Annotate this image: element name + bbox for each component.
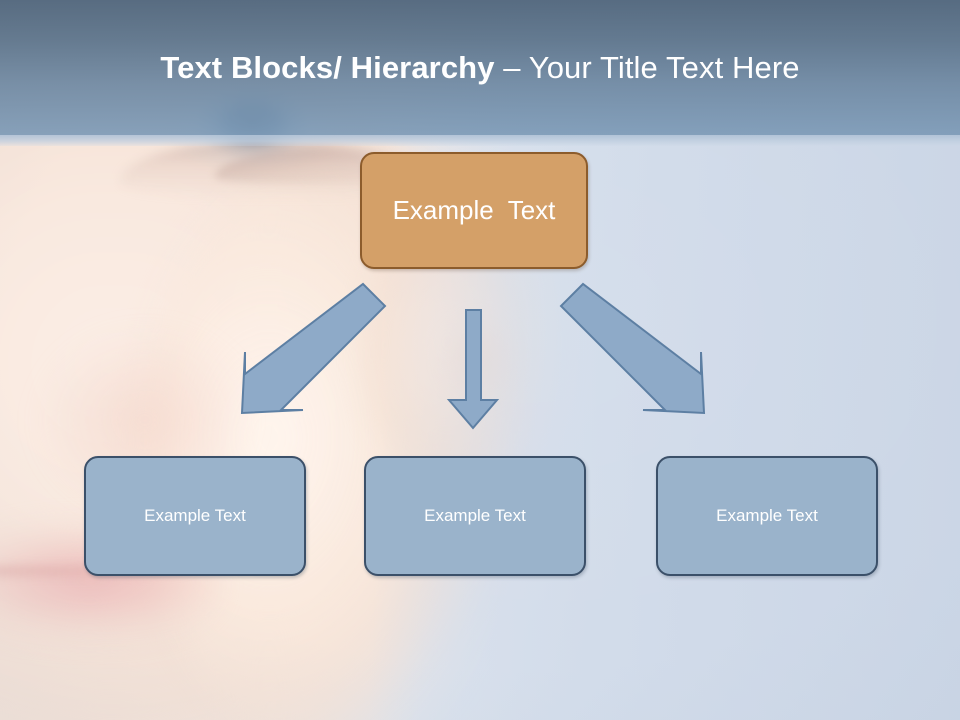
page-title-light-part: – Your Title Text Here (503, 50, 800, 85)
hierarchy-child-label-3: Example Text (716, 506, 818, 525)
title-banner-underline (0, 135, 960, 146)
title-banner (0, 0, 960, 135)
hierarchy-child-label-2: Example Text (424, 506, 526, 525)
hierarchy-root-node[interactable]: Example Text (360, 152, 588, 269)
hierarchy-child-node-1[interactable]: Example Text (84, 456, 306, 576)
hierarchy-child-label-1: Example Text (144, 506, 246, 525)
hierarchy-child-node-2[interactable]: Example Text (364, 456, 586, 576)
page-title-bold-part: Text Blocks/ Hierarchy (160, 50, 504, 85)
page-title: Text Blocks/ Hierarchy – Your Title Text… (0, 48, 960, 88)
hierarchy-child-node-3[interactable]: Example Text (656, 456, 878, 576)
hierarchy-root-label: Example Text (392, 195, 556, 225)
